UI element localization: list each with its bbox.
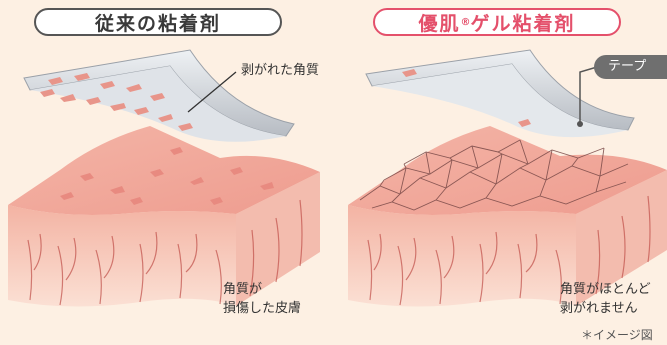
right-skin-front-face bbox=[348, 205, 576, 307]
right-skin-block bbox=[348, 126, 667, 307]
left-caption-line1: 角質が bbox=[223, 282, 263, 297]
tape-label: テープ bbox=[594, 55, 667, 79]
right-caption-line2: 剥がれません bbox=[560, 301, 638, 316]
left-skin-top-face bbox=[8, 126, 320, 215]
right-tape-tiny-flake bbox=[402, 69, 417, 77]
right-skin-crack-mesh bbox=[359, 139, 629, 211]
title-gel-registered-mark: ® bbox=[460, 16, 471, 28]
left-tape-adhesive-side bbox=[30, 66, 286, 142]
title-gel-rest: ゲル粘着剤 bbox=[470, 12, 576, 35]
tape-pointer-line bbox=[579, 66, 598, 122]
title-conventional-text: 従来の粘着剤 bbox=[94, 12, 221, 35]
left-skin-right-face bbox=[236, 172, 320, 306]
right-tape-adhesive-side bbox=[372, 64, 628, 138]
title-gel-adhesive: 優肌®ゲル粘着剤 bbox=[373, 8, 621, 36]
right-blood-vessels bbox=[367, 195, 651, 306]
right-caption: 角質がほとんど 剥がれません bbox=[560, 280, 651, 318]
left-caption-line2: 損傷した皮膚 bbox=[223, 301, 302, 316]
left-skin-flakes bbox=[60, 147, 274, 205]
tape-pointer-dot bbox=[577, 121, 583, 127]
right-tape bbox=[365, 49, 635, 138]
left-caption: 角質が 損傷した皮膚 bbox=[223, 280, 301, 318]
left-blood-vessels bbox=[27, 199, 303, 306]
right-skin-top-face bbox=[348, 126, 667, 215]
peeled-corneocytes-label: 剥がれた角質 bbox=[241, 63, 320, 78]
tape-label-text: テープ bbox=[608, 59, 647, 74]
title-gel-main: 優肌 bbox=[418, 12, 461, 35]
right-tape-tiny-flake-2 bbox=[518, 119, 531, 127]
left-skin-front-face bbox=[8, 205, 236, 307]
title-conventional-adhesive: 従来の粘着剤 bbox=[34, 8, 282, 36]
right-caption-line1: 角質がほとんど bbox=[560, 282, 651, 297]
left-tape bbox=[23, 49, 295, 142]
illustration-footnote: ＊イメージ図 bbox=[581, 328, 653, 342]
left-callout-line bbox=[187, 71, 237, 113]
left-tape-stuck-flakes bbox=[40, 73, 193, 131]
left-skin-block bbox=[8, 126, 320, 307]
